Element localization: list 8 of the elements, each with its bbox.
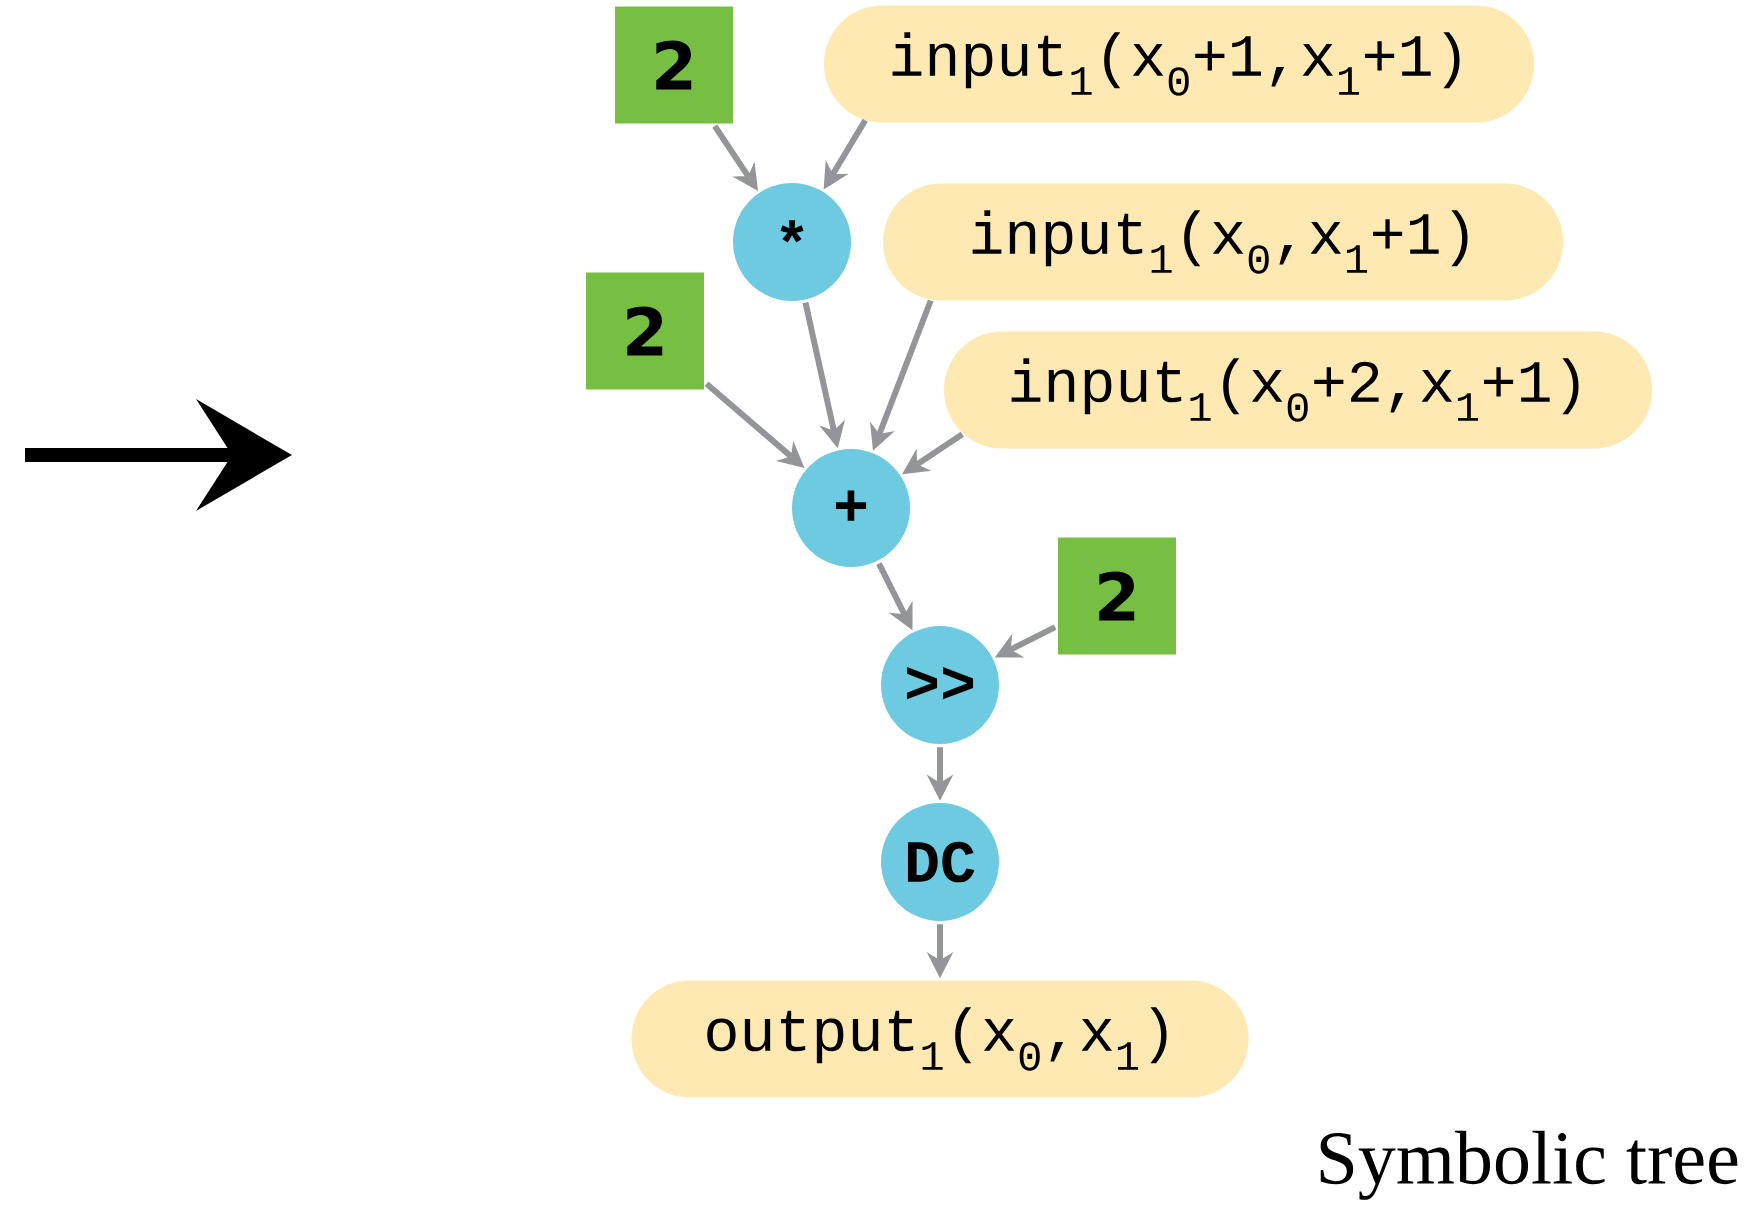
- number-box: 2: [586, 272, 704, 390]
- number-box: 2: [615, 6, 733, 124]
- number-box: 2: [1058, 537, 1176, 655]
- caption: Symbolic tree: [1320, 1130, 1738, 1200]
- io-pill: output$_{1}$(x$_{0}$,x$_{1}$): [631, 980, 1249, 1098]
- io-pill: input$_{1}$(x$_{0}$+1,x$_{1}$+1): [824, 5, 1534, 123]
- io-pill: input$_{1}$(x$_{0}$,x$_{1}$+1): [883, 183, 1563, 301]
- io-pill: input$_{1}$(x$_{0}$+2,x$_{1}$+1): [944, 331, 1652, 449]
